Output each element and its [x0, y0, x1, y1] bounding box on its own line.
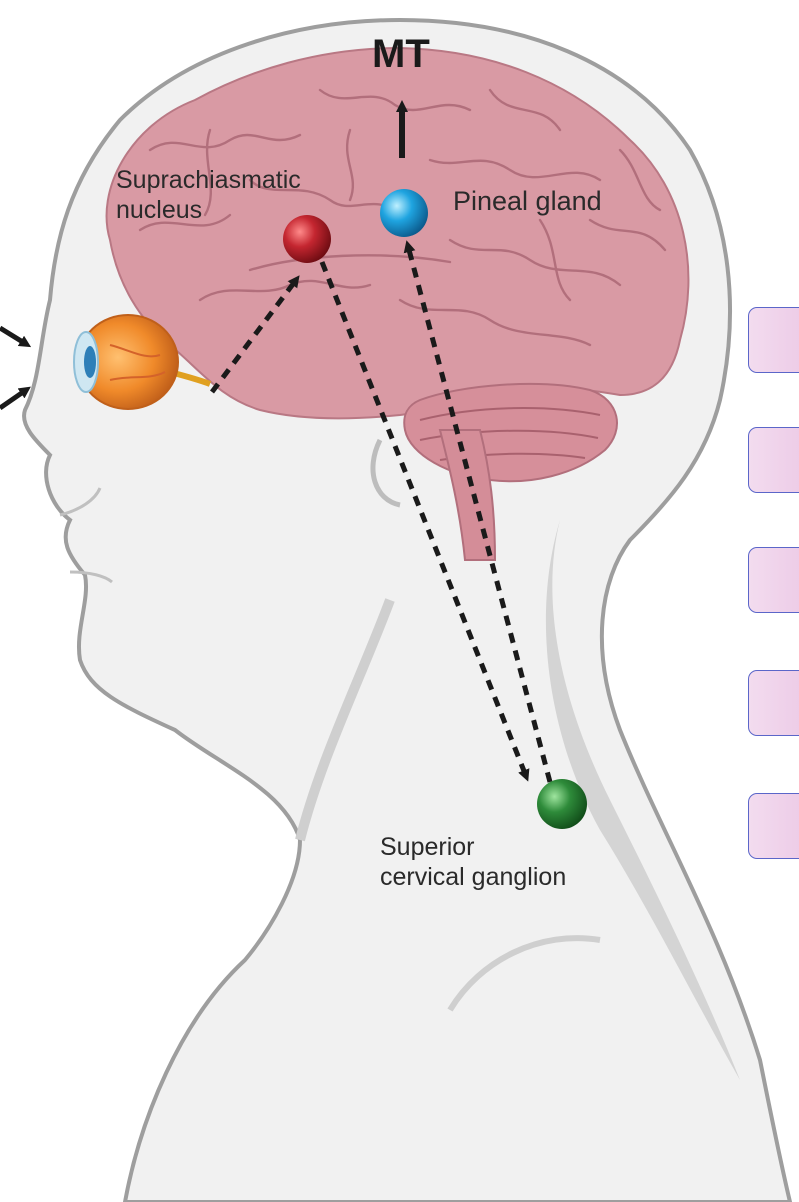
scg-label-line2: cervical ganglion: [380, 862, 566, 892]
light-arrow-lower: [0, 390, 26, 408]
suprachiasmatic-label-line2: nucleus: [116, 195, 301, 225]
side-box-2: [748, 427, 799, 493]
iris: [84, 346, 96, 378]
side-box-3: [748, 547, 799, 613]
scg-label-line1: Superior: [380, 832, 566, 862]
pineal-gland-dot: [380, 189, 428, 237]
side-box-4: [748, 670, 799, 736]
pineal-gland-label: Pineal gland: [453, 186, 602, 216]
superior-cervical-ganglion-label: Superior cervical ganglion: [380, 832, 566, 892]
light-arrow-upper: [0, 328, 26, 344]
suprachiasmatic-label-line1: Suprachiasmatic: [116, 165, 301, 195]
superior-cervical-ganglion-dot: [537, 779, 587, 829]
mt-label: MT: [372, 32, 430, 77]
suprachiasmatic-nucleus-label: Suprachiasmatic nucleus: [116, 165, 301, 225]
side-box-1: [748, 307, 799, 373]
side-box-5: [748, 793, 799, 859]
